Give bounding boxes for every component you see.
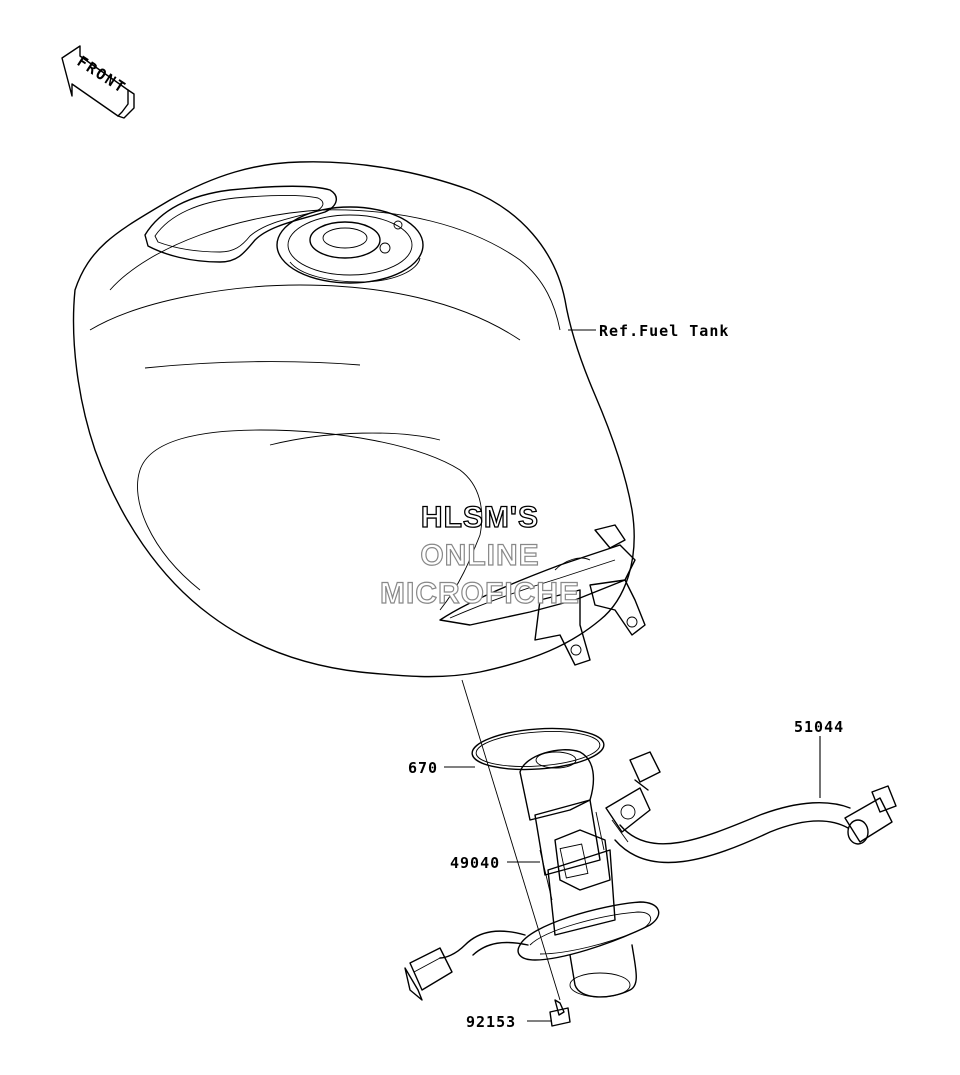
watermark-line-2: ONLINE (420, 539, 539, 572)
fuel-tank-drawing (72, 161, 646, 678)
front-arrow-icon: FRONT (61, 45, 135, 119)
watermark: HLSM'S ONLINE MICROFICHE (379, 500, 580, 610)
watermark-line-1: HLSM'S (421, 501, 539, 534)
assembly-axis-line (461, 679, 561, 1001)
bolt (549, 999, 571, 1027)
hose-part-number: 51044 (794, 718, 844, 736)
fuel-tank-ref-label: Ref.Fuel Tank (599, 322, 729, 340)
bolt-part-number: 92153 (466, 1013, 516, 1031)
gasket-ring (471, 727, 605, 771)
fuel-hose (605, 751, 897, 864)
watermark-line-3: MICROFICHE (380, 577, 580, 610)
fuel-pump (404, 749, 660, 1001)
pump-part-number: 49040 (450, 854, 500, 872)
gasket-part-number: 670 (408, 759, 438, 777)
